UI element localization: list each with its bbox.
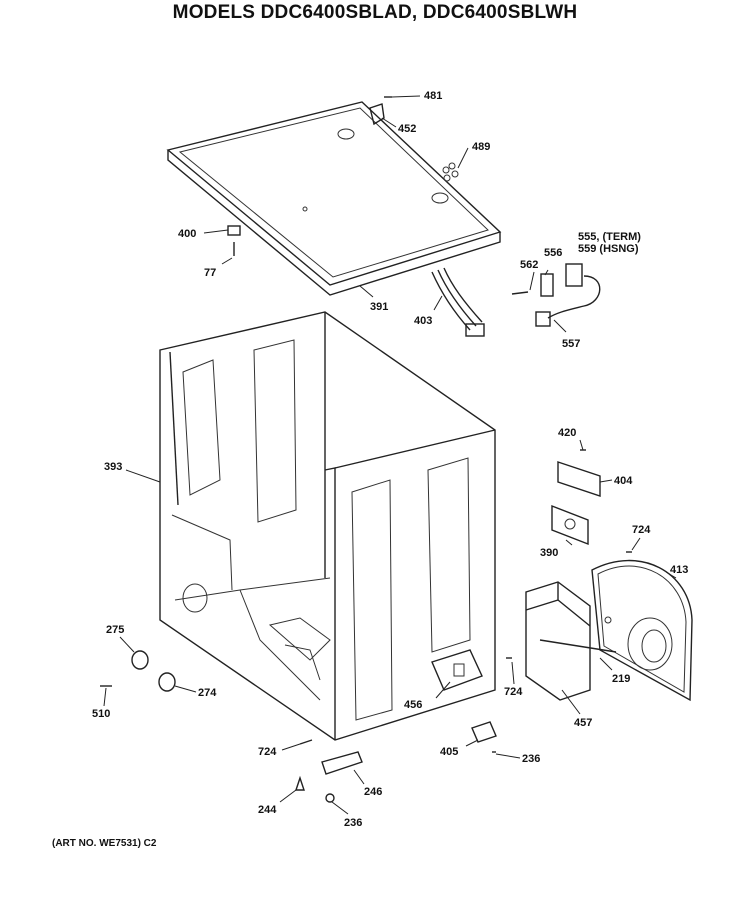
top-panel (166, 101, 502, 296)
callout-456: 456 (404, 699, 422, 711)
callout-555: 555, (TERM) (578, 231, 641, 243)
harness-403 (431, 267, 485, 337)
callout-403: 403 (414, 315, 432, 327)
callout-404: 404 (614, 475, 633, 487)
small-parts-left (100, 650, 176, 692)
callout-452: 452 (398, 123, 416, 135)
clip-452 (369, 96, 392, 126)
callout-556: 556 (544, 247, 562, 259)
callout-236-right: 236 (522, 753, 540, 765)
callout-510: 510 (92, 708, 110, 720)
callout-559: 559 (HSNG) (578, 243, 639, 255)
callout-400: 400 (178, 228, 196, 240)
callout-275: 275 (106, 624, 124, 636)
diagram-title: MODELS DDC6400SBLAD, DDC6400SBLWH (172, 2, 578, 23)
bracket-405 (471, 721, 497, 753)
leader-lines (103, 95, 677, 815)
bracket-456 (431, 649, 483, 691)
callout-244: 244 (258, 804, 277, 816)
callout-724-bottom: 724 (258, 746, 277, 758)
callout-246: 246 (364, 786, 382, 798)
callout-390: 390 (540, 547, 558, 559)
callout-391: 391 (370, 301, 388, 313)
screws-724 (299, 551, 632, 745)
callout-219: 219 (612, 673, 630, 685)
callout-420: 420 (558, 427, 576, 439)
callout-557: 557 (562, 338, 580, 350)
front-panel-413 (591, 559, 693, 702)
callout-393: 393 (104, 461, 122, 473)
callout-724-mid: 724 (504, 686, 523, 698)
power-cord (511, 263, 601, 327)
callout-413: 413 (670, 564, 688, 576)
callout-457: 457 (574, 717, 592, 729)
cabinet (159, 311, 496, 741)
callout-724-right: 724 (632, 524, 651, 536)
bumper-489 (442, 162, 459, 182)
block-400 (227, 225, 241, 256)
callout-77: 77 (204, 267, 216, 279)
callout-489: 489 (472, 141, 490, 153)
bracket-390 (551, 504, 589, 546)
callout-274: 274 (198, 687, 217, 699)
plate-404 (557, 449, 601, 497)
leg-246 (295, 751, 363, 803)
callout-481: 481 (424, 90, 442, 102)
callout-236-bottom: 236 (344, 817, 362, 829)
callout-562: 562 (520, 259, 538, 271)
callout-405: 405 (440, 746, 458, 758)
box-457 (525, 581, 617, 701)
art-number: (ART NO. WE7531) C2 (52, 838, 157, 849)
